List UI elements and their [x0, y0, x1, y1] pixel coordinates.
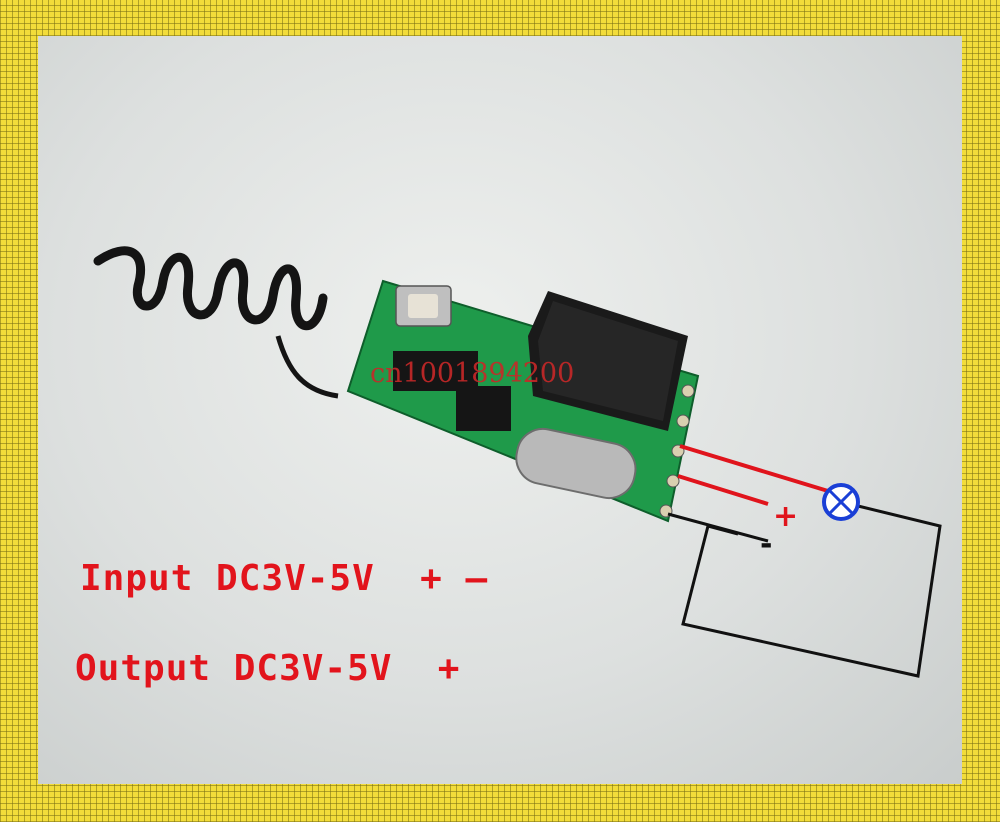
tact-switch: [395, 285, 452, 327]
minus-label: -: [760, 527, 772, 562]
red-wire: [677, 474, 769, 506]
receiver-module: [346, 279, 700, 523]
plus-label: +: [773, 499, 798, 534]
relay: [528, 291, 688, 431]
red-wire: [679, 444, 829, 493]
output-caption: Output DC3V-5V +: [75, 648, 461, 689]
product-photo: + - cn1001894200 Input DC3V-5V + — Outpu…: [38, 36, 962, 784]
scene-svg: + -: [93, 246, 942, 678]
lamp-icon: [822, 483, 860, 521]
crystal: [515, 427, 637, 500]
wiring-diagram: + -: [667, 444, 942, 678]
watermark-text: cn1001894200: [370, 358, 575, 389]
black-wire: [681, 504, 942, 678]
input-caption: Input DC3V-5V + —: [80, 558, 489, 599]
antenna-coil: [93, 246, 339, 399]
ic-chip: [393, 351, 478, 391]
ic-chip: [456, 386, 511, 431]
